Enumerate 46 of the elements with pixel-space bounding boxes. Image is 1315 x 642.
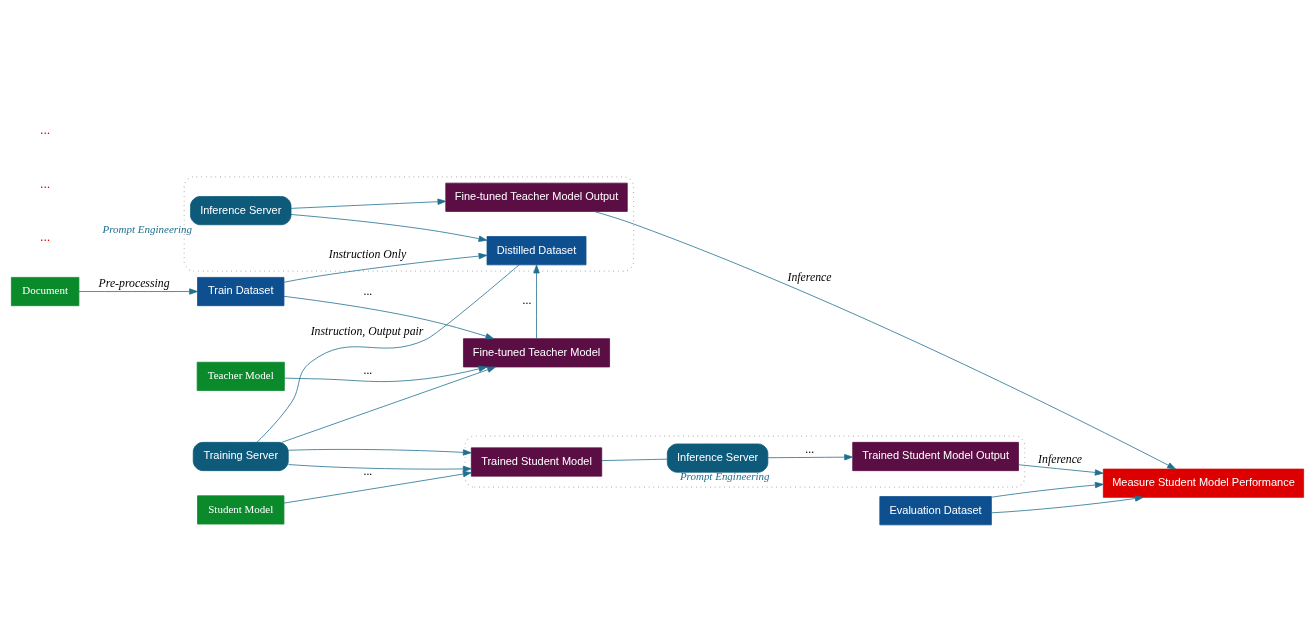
node-box: Document (10, 277, 80, 307)
arrow (991, 481, 1104, 498)
arrow (767, 454, 853, 461)
arrow (991, 495, 1144, 514)
arrow (290, 198, 447, 209)
arrow (290, 214, 488, 242)
node-box: Inference Server (666, 443, 769, 473)
node-box: Distilled Dataset (486, 236, 587, 266)
node-box: Fine-tuned Teacher Model Output (445, 182, 628, 212)
node-box: Training Server (192, 441, 289, 472)
edge-label: ... (522, 293, 532, 307)
arrow (281, 366, 496, 443)
node-box: Student Model (197, 495, 285, 525)
node-label: Prompt Engineering (102, 222, 193, 235)
edge-label: ... (363, 285, 373, 299)
connector (601, 458, 668, 461)
edge-label: ... (363, 465, 373, 479)
node-box: Teacher Model (196, 361, 285, 391)
label: ... (39, 123, 51, 138)
connector (256, 264, 520, 443)
node-label: Prompt Engineering (679, 470, 770, 483)
edge-label: Instruction, Output pair (310, 324, 424, 338)
node-box: Train Dataset (197, 277, 285, 307)
edge-label: Inference (1038, 452, 1083, 466)
node-box: Fine-tuned Teacher Model (463, 338, 610, 368)
node-box: Trained Student Model Output (852, 441, 1019, 472)
arrow (284, 365, 488, 382)
node-box: Evaluation Dataset (879, 496, 992, 526)
arrow (288, 449, 472, 456)
arrow (283, 470, 472, 504)
arrow (78, 288, 198, 295)
arrow (283, 252, 488, 283)
node-box: Measure Student Model Performance (1102, 468, 1305, 498)
node-box: Trained Student Model (470, 447, 603, 477)
arrow (283, 295, 495, 340)
arrow (288, 464, 472, 473)
edge-label: Instruction Only (328, 247, 407, 261)
label: ... (39, 230, 51, 245)
edge-label: ... (363, 364, 373, 378)
edge-label: Pre-processing (98, 276, 170, 290)
node-box: Inference Server (190, 196, 292, 226)
arrow (533, 264, 540, 339)
edge-label: Inference (787, 271, 832, 285)
edge-label: ... (805, 442, 815, 456)
arrow (1018, 464, 1104, 476)
label: ... (39, 176, 51, 191)
